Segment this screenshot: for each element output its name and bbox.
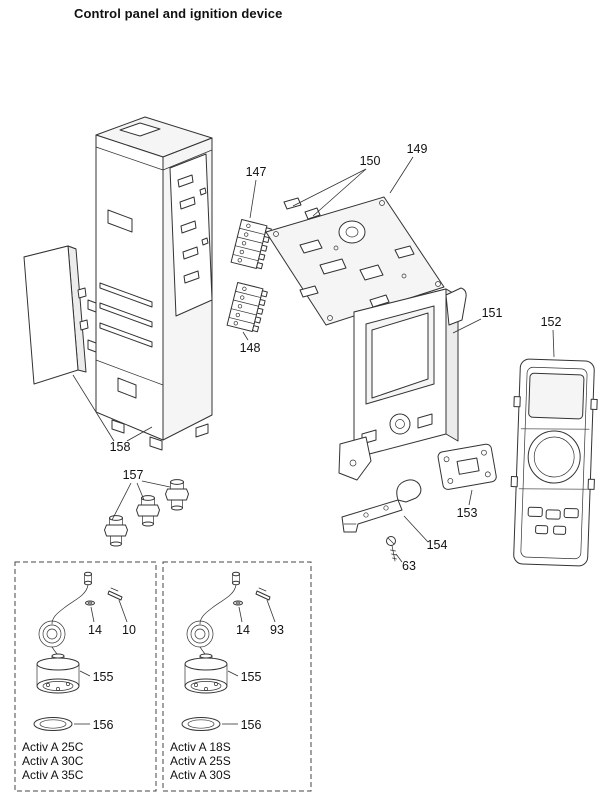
- front-panel-drawing: [510, 358, 598, 567]
- adapter-plate-drawing: [437, 443, 497, 490]
- callout-149: 149: [389, 142, 428, 194]
- callout-156-label: 156: [93, 718, 114, 732]
- callout-149-label: 149: [407, 142, 428, 156]
- callout-152-label: 152: [541, 315, 562, 329]
- callout-147: 147: [246, 165, 267, 219]
- screw-drawing: [386, 536, 397, 562]
- terminal-block-148-drawing: [226, 282, 268, 333]
- callout-154-label: 154: [427, 538, 448, 552]
- callout-157-label: 157: [123, 468, 144, 482]
- callout-151: 151: [452, 306, 503, 334]
- callout-156-box1: 156: [74, 718, 113, 732]
- side-cover-drawing: [23, 245, 89, 385]
- callout-14-box2: 14: [236, 606, 250, 637]
- model-label: Activ A 30C: [22, 754, 84, 768]
- callout-14-box1: 14: [88, 606, 102, 637]
- model-label: Activ A 35C: [22, 768, 84, 782]
- callout-152: 152: [541, 315, 562, 358]
- callout-93-box2: 93: [266, 599, 284, 637]
- callout-10-label: 10: [122, 623, 136, 637]
- page-title: Control panel and ignition device: [74, 6, 283, 21]
- chassis-drawing: [87, 116, 213, 451]
- thermostat-assembly-drawing: [181, 571, 271, 731]
- callout-150: 150: [292, 154, 381, 217]
- callout-158-label: 158: [110, 440, 131, 454]
- callout-93-label: 93: [270, 623, 284, 637]
- callout-14-label: 14: [88, 623, 102, 637]
- callout-153-label: 153: [457, 506, 478, 520]
- model-label: Activ A 18S: [170, 740, 231, 754]
- callout-14-label: 14: [236, 623, 250, 637]
- callout-151-label: 151: [482, 306, 503, 320]
- model-label: Activ A 25C: [22, 740, 84, 754]
- callout-63-label: 63: [402, 559, 416, 573]
- callout-155-label: 155: [93, 670, 114, 684]
- callout-155-label: 155: [241, 670, 262, 684]
- callout-10-box1: 10: [118, 599, 136, 637]
- callout-156-label: 156: [241, 718, 262, 732]
- thermostat-assembly-drawing: [33, 571, 123, 731]
- circuit-board-drawing: [265, 196, 445, 326]
- callout-63: 63: [395, 553, 416, 573]
- callout-154: 154: [403, 515, 448, 552]
- callout-155-box1: 155: [79, 670, 114, 684]
- callout-156-box2: 156: [222, 718, 261, 732]
- support-bracket-drawing: [341, 479, 422, 533]
- callout-157: 157: [111, 468, 171, 521]
- callout-150-label: 150: [360, 154, 381, 168]
- sensor-fitting-drawing: [165, 479, 189, 511]
- mounting-frame-drawing: [338, 287, 467, 481]
- callout-153: 153: [457, 489, 478, 520]
- callout-155-box2: 155: [227, 670, 262, 684]
- sensor-fitting-drawing: [136, 495, 160, 527]
- variant-box-c: [14, 561, 157, 792]
- model-label: Activ A 30S: [170, 768, 231, 782]
- callout-148-label: 148: [240, 341, 261, 355]
- terminal-block-147-drawing: [230, 219, 272, 270]
- model-label: Activ A 25S: [170, 754, 231, 768]
- callout-158: 158: [72, 374, 153, 454]
- callout-148: 148: [240, 331, 261, 355]
- sensor-fitting-drawing: [104, 515, 128, 547]
- variant-box-s: [162, 561, 312, 792]
- callout-147-label: 147: [246, 165, 267, 179]
